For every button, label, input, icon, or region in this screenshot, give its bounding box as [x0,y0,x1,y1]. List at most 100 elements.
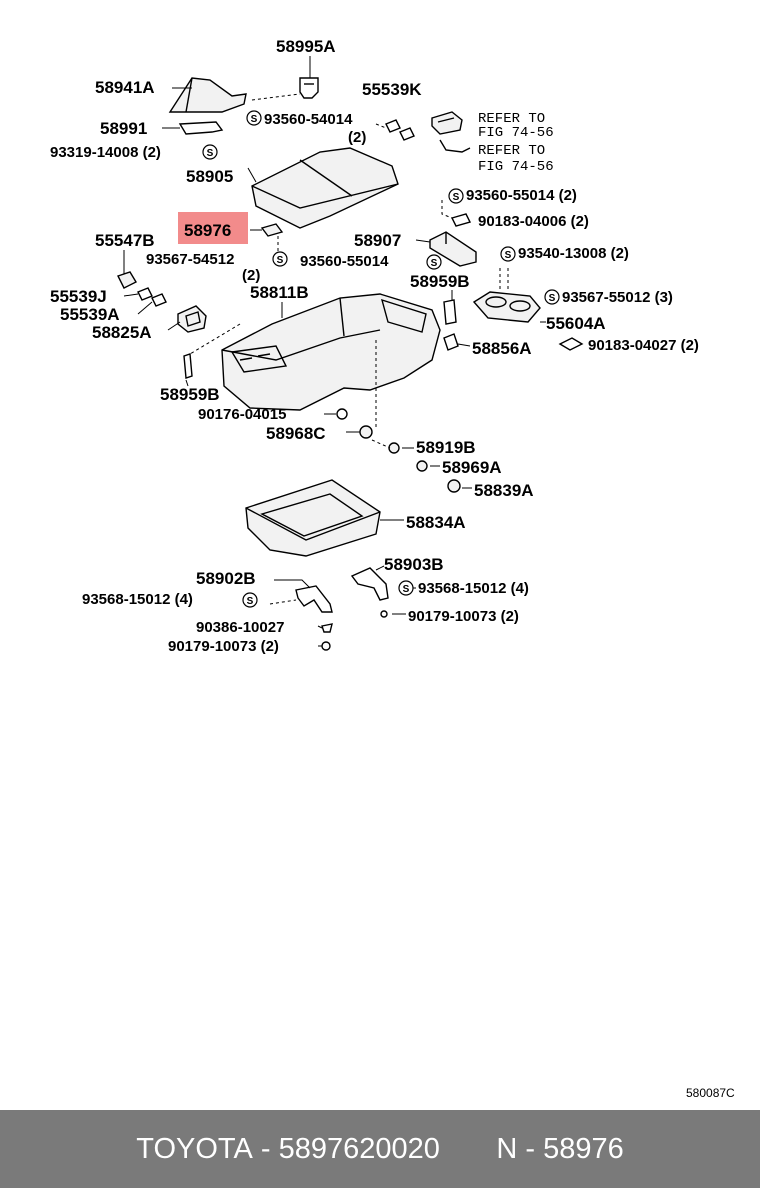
part-58976-plate[interactable] [260,223,284,237]
label-93560-55014a[interactable]: 93560-55014 (2) [466,187,577,204]
label-93567-54512[interactable]: 93567-54512 [146,251,234,268]
screw-symbol-93567-55012: S [544,289,560,305]
part-55539a[interactable] [151,293,167,307]
footer-part-number[interactable]: 5897620020 [278,1132,440,1165]
label-93319-14008[interactable]: 93319-14008 (2) [50,144,161,161]
label-93568-15012-left[interactable]: 93568-15012 (4) [82,591,193,608]
highlight-58976 [178,212,248,244]
label-58959b-right[interactable]: 58959B [410,272,470,291]
svg-text:S: S [277,255,284,266]
label-refer-fig-1[interactable]: FIG 74-56 [478,125,554,141]
label-58825a[interactable]: 58825A [92,323,152,342]
part-55539k[interactable] [385,119,415,141]
label-58811b[interactable]: 58811B [250,283,309,302]
label-93568-15012-right[interactable]: 93568-15012 (4) [418,580,529,597]
svg-text:S: S [505,250,512,261]
label-90183-04006[interactable]: 90183-04006 (2) [478,213,589,230]
part-58907-hinge[interactable] [429,231,477,267]
label-90179-10073-left[interactable]: 90179-10073 (2) [168,638,279,655]
label-58941a[interactable]: 58941A [95,78,155,97]
footer-short-code[interactable]: 58976 [543,1132,624,1165]
label-58903b[interactable]: 58903B [384,555,444,574]
label-93560-54014[interactable]: 93560-54014 [264,111,353,128]
footer-separator-2: - [517,1132,544,1165]
label-55547b[interactable]: 55547B [95,231,155,250]
svg-text:S: S [431,258,438,269]
svg-text:S: S [549,293,556,304]
part-90386-10027[interactable] [321,623,333,633]
label-58905[interactable]: 58905 [186,167,233,186]
label-58968c[interactable]: 58968C [266,424,326,443]
part-58991-bracket[interactable] [178,121,224,135]
part-90176-04015[interactable] [336,408,348,420]
label-90179-10073-right[interactable]: 90179-10073 (2) [408,608,519,625]
label-58991[interactable]: 58991 [100,119,147,138]
svg-text:S: S [247,596,254,607]
label-58856a[interactable]: 58856A [472,339,532,358]
part-58825a-box[interactable] [177,305,207,333]
part-58995a-clip[interactable] [299,77,319,99]
footer-bar: TOYOTA - 5897620020 N - 58976 [0,1110,760,1188]
label-93567-54512-qty: (2) [242,267,260,284]
part-58903b-bracket[interactable] [350,567,389,601]
label-58969a[interactable]: 58969A [442,458,502,477]
label-refer-to-2: REFER TO [478,143,545,159]
part-90179-left[interactable] [321,641,331,651]
footer-prefix: N [496,1132,518,1165]
label-refer-fig-2[interactable]: FIG 74-56 [478,159,554,175]
footer-separator: - [252,1132,279,1165]
label-93560-55014b[interactable]: 93560-55014 [300,253,389,270]
label-93560-54014-qty: (2) [348,129,366,146]
part-refer-bracket[interactable] [439,139,471,153]
part-58839a[interactable] [447,479,461,493]
label-90183-04027[interactable]: 90183-04027 (2) [588,337,699,354]
part-58902b-bracket[interactable] [295,585,333,613]
label-58919b[interactable]: 58919B [416,438,476,457]
label-93567-55012[interactable]: 93567-55012 (3) [562,289,673,306]
part-58969a[interactable] [416,460,428,472]
screw-symbol-93567-54512: S [272,251,288,267]
part-55604a-cupholder[interactable] [472,291,541,323]
part-58941a-cover[interactable] [168,77,247,113]
screw-symbol-93568-right: S [398,580,414,596]
part-58919b[interactable] [388,442,400,454]
label-58834a[interactable]: 58834A [406,513,466,532]
part-90179-right[interactable] [380,610,388,618]
part-90183-04027-nut[interactable] [558,337,584,351]
label-55539k[interactable]: 55539K [362,80,422,99]
label-90176-04015[interactable]: 90176-04015 [198,406,286,423]
part-58905-armrest-lid[interactable] [251,147,399,229]
svg-text:S: S [251,114,258,125]
screw-symbol-93560-55014a: S [448,188,464,204]
screw-symbol-93560-54014: S [246,110,262,126]
part-55539j[interactable] [137,287,153,301]
part-58811b-console-body[interactable] [221,293,441,411]
label-93540-13008[interactable]: 93540-13008 (2) [518,245,629,262]
footer-brand: TOYOTA [136,1132,253,1165]
label-58976-highlighted[interactable]: 58976 [184,221,231,240]
part-58856a[interactable] [443,333,459,351]
label-55539a[interactable]: 55539A [60,305,120,324]
label-58839a[interactable]: 58839A [474,481,534,500]
label-55604a[interactable]: 55604A [546,314,606,333]
screw-symbol-93319: S [202,144,218,160]
part-58968c[interactable] [359,425,373,439]
part-55547b[interactable] [117,271,137,289]
footer-gap [440,1133,496,1166]
label-58902b[interactable]: 58902B [196,569,256,588]
label-58907[interactable]: 58907 [354,231,401,250]
label-refer-to-1: REFER TO [478,111,545,127]
part-58834a-tray[interactable] [245,479,381,557]
diagram-code: 580087C [686,1086,735,1100]
part-58959b-right[interactable] [443,299,457,325]
svg-text:S: S [403,584,410,595]
part-refer-switch[interactable] [431,111,463,135]
part-58959b-left[interactable] [183,353,193,379]
part-90183-04006-nut[interactable] [450,213,472,227]
screw-symbol-93560-55014b: S [426,254,442,270]
label-58959b-left[interactable]: 58959B [160,385,220,404]
label-58995a[interactable]: 58995A [276,37,336,56]
screw-symbol-93568-left: S [242,592,258,608]
label-90386-10027[interactable]: 90386-10027 [196,619,284,636]
label-55539j[interactable]: 55539J [50,287,107,306]
